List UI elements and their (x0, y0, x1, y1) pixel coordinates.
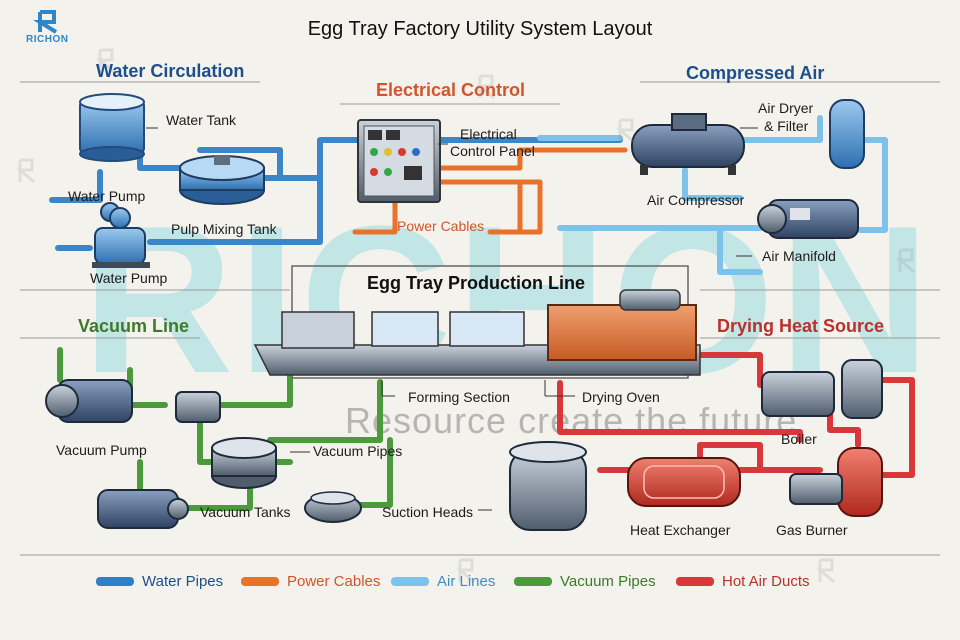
label-water-pump-1: Water Pump (68, 188, 146, 204)
legend-label: Air Lines (437, 572, 496, 590)
production-line-frame (253, 265, 701, 379)
electrical-panel-equipment (357, 119, 441, 203)
water-pump-2-equipment (92, 207, 150, 268)
boiler-equipment (761, 359, 883, 419)
legend-hot-air-ducts: Hot Air Ducts (676, 571, 810, 591)
vacuum-motor-equipment (97, 489, 189, 529)
brand-logo: RICHON (26, 34, 69, 45)
air-manifold-equipment (757, 199, 859, 239)
label-forming-section: Forming Section (408, 389, 510, 405)
label-air-compressor: Air Compressor (647, 192, 745, 208)
water-tank-equipment (79, 93, 145, 162)
hot-air-ducts (557, 352, 915, 478)
suction-head-equipment (304, 491, 362, 523)
leader-lines (146, 127, 758, 511)
legend-swatch (96, 576, 134, 586)
section-vacuum-line: Vacuum Line (78, 316, 190, 336)
label-gas-burner: Gas Burner (776, 522, 848, 538)
label-water-pump-2: Water Pump (90, 270, 168, 286)
power-cables (352, 147, 628, 235)
legend-label: Vacuum Pipes (560, 572, 656, 590)
logo-mark (33, 10, 58, 34)
vacuum-small-pump-equipment (175, 391, 221, 423)
legend-label: Hot Air Ducts (722, 572, 810, 590)
legend-power-cables: Power Cables (241, 571, 380, 591)
label-boiler: Boiler (781, 431, 817, 447)
air-lines (537, 115, 888, 275)
section-water-circulation: Water Circulation (96, 61, 245, 81)
legend-swatch (676, 576, 714, 586)
label-vacuum-pump: Vacuum Pump (56, 442, 147, 458)
label-heat-exchanger: Heat Exchanger (630, 522, 731, 538)
legend-water-pipes: Water Pipes (96, 571, 223, 591)
section-compressed-air: Compressed Air (686, 63, 825, 83)
label-suction-heads: Suction Heads (382, 504, 474, 520)
section-electrical-control: Electrical Control (376, 80, 526, 100)
label-power-cables: Power Cables (397, 218, 485, 234)
vacuum-tank-1-equipment (211, 437, 277, 489)
label-vacuum-pipes: Vacuum Pipes (313, 443, 403, 459)
legend-swatch (514, 576, 552, 586)
water-pipes (49, 137, 623, 251)
label-water-tank: Water Tank (166, 112, 237, 128)
label-air-dryer-line2: & Filter (764, 118, 809, 134)
boiler-drum-equipment (509, 441, 587, 531)
legend-vacuum-pipes: Vacuum Pipes (514, 571, 656, 591)
section-dividers (20, 81, 940, 556)
section-drying-heat-source: Drying Heat Source (717, 316, 885, 336)
label-air-manifold: Air Manifold (762, 248, 836, 264)
watermark-marks (15, 48, 915, 584)
pulp-mixing-tank-equipment (179, 155, 265, 205)
heat-exchanger-equipment (627, 457, 741, 507)
legend-swatch (391, 576, 429, 586)
air-compressor-equipment (631, 113, 745, 175)
page-title: Egg Tray Factory Utility System Layout (307, 18, 653, 40)
section-production-line: Egg Tray Production Line (367, 273, 586, 293)
gas-burner-equipment (789, 447, 883, 517)
label-pulp-mixing-tank: Pulp Mixing Tank (171, 221, 277, 237)
legend-swatch (241, 576, 279, 586)
legend-label: Water Pipes (142, 572, 224, 590)
label-drying-oven: Drying Oven (582, 389, 660, 405)
label-electrical-line1: Electrical (460, 126, 517, 142)
legend-air-lines: Air Lines (391, 571, 495, 591)
label-electrical-line2: Control Panel (450, 143, 535, 159)
label-vacuum-tanks: Vacuum Tanks (200, 504, 291, 520)
label-air-dryer-line1: Air Dryer (758, 100, 814, 116)
vacuum-pump-equipment (45, 379, 133, 423)
air-dryer-equipment (829, 99, 865, 169)
legend-label: Power Cables (287, 572, 381, 590)
